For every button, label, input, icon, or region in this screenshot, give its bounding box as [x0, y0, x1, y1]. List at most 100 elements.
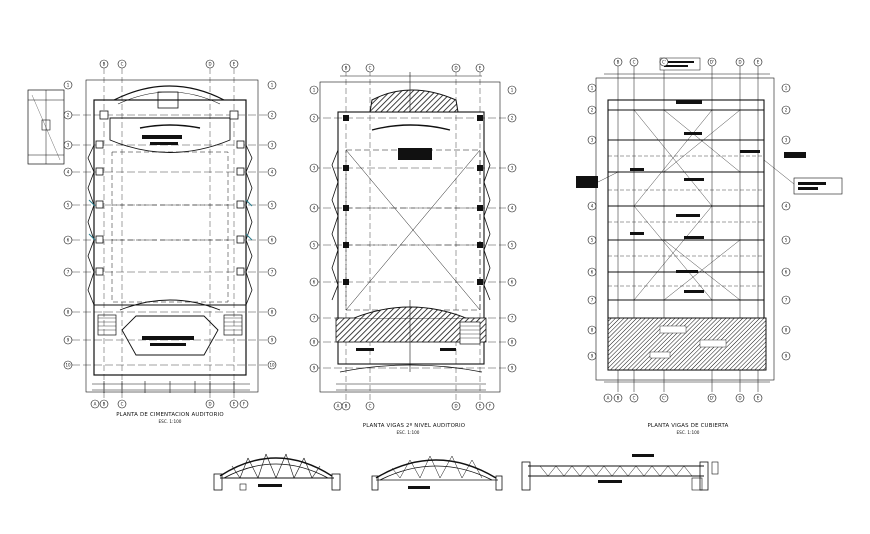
svg-text:B: B — [617, 60, 620, 65]
svg-text:D: D — [208, 62, 211, 67]
svg-text:1: 1 — [313, 88, 316, 93]
svg-text:10: 10 — [269, 363, 275, 368]
truss-detail-1 — [213, 453, 341, 491]
svg-text:E: E — [479, 66, 482, 71]
svg-text:9: 9 — [785, 354, 788, 359]
svg-text:C: C — [121, 62, 124, 67]
svg-text:F: F — [243, 402, 246, 407]
svg-text:6: 6 — [313, 280, 316, 285]
svg-text:E: E — [757, 396, 760, 401]
svg-text:7: 7 — [271, 270, 274, 275]
plan-titles: PLANTA DE CIMENTACION AUDITORIO ESC. 1:1… — [116, 412, 728, 435]
svg-text:D': D' — [710, 396, 714, 401]
svg-text:B: B — [345, 404, 348, 409]
svg-text:5: 5 — [591, 238, 594, 243]
svg-text:9: 9 — [67, 338, 70, 343]
svg-text:E: E — [233, 402, 236, 407]
svg-text:5: 5 — [313, 243, 316, 248]
plan-1-scale: ESC. 1:100 — [159, 419, 182, 424]
svg-text:3: 3 — [511, 166, 514, 171]
svg-text:2: 2 — [511, 116, 514, 121]
svg-text:D: D — [208, 402, 211, 407]
svg-text:9: 9 — [271, 338, 274, 343]
svg-text:B: B — [617, 396, 620, 401]
truss-detail-3 — [521, 454, 719, 491]
svg-text:E: E — [233, 62, 236, 67]
svg-text:4: 4 — [785, 204, 788, 209]
svg-text:B: B — [103, 402, 106, 407]
svg-text:B: B — [345, 66, 348, 71]
svg-text:8: 8 — [313, 340, 316, 345]
svg-text:4: 4 — [511, 206, 514, 211]
svg-text:6: 6 — [67, 238, 70, 243]
svg-text:9: 9 — [511, 366, 514, 371]
svg-text:2: 2 — [591, 108, 594, 113]
plan-foundation: B C D E A B C D E F 1 2 3 4 5 6 7 8 9 10 1 2 3 4 5 6 7 8 9… — [27, 59, 277, 409]
svg-text:3: 3 — [591, 138, 594, 143]
svg-text:3: 3 — [785, 138, 788, 143]
svg-text:3: 3 — [271, 143, 274, 148]
plan-2-title: PLANTA VIGAS 2º NIVEL AUDITORIO — [363, 422, 465, 429]
svg-text:F: F — [489, 404, 492, 409]
svg-text:7: 7 — [313, 316, 316, 321]
plan-2-scale: ESC. 1:100 — [397, 430, 420, 435]
svg-text:7: 7 — [785, 298, 788, 303]
svg-text:4: 4 — [67, 170, 70, 175]
truss-detail-2 — [371, 455, 503, 491]
svg-text:8: 8 — [271, 310, 274, 315]
svg-text:5: 5 — [271, 203, 274, 208]
svg-text:7: 7 — [591, 298, 594, 303]
plan-1-title: PLANTA DE CIMENTACION AUDITORIO — [116, 412, 224, 418]
svg-text:C: C — [121, 402, 124, 407]
svg-text:2: 2 — [67, 113, 70, 118]
svg-text:9: 9 — [591, 354, 594, 359]
svg-text:5: 5 — [785, 238, 788, 243]
svg-text:E: E — [479, 404, 482, 409]
svg-text:4: 4 — [271, 170, 274, 175]
svg-text:E: E — [757, 60, 760, 65]
svg-text:D': D' — [710, 60, 714, 65]
svg-text:5: 5 — [67, 203, 70, 208]
svg-text:1: 1 — [271, 83, 274, 88]
svg-text:1: 1 — [785, 86, 788, 91]
svg-text:8: 8 — [67, 310, 70, 315]
svg-text:D: D — [454, 404, 457, 409]
svg-text:1: 1 — [67, 83, 70, 88]
svg-text:A: A — [337, 404, 340, 409]
svg-text:8: 8 — [591, 328, 594, 333]
svg-text:7: 7 — [511, 316, 514, 321]
svg-text:C: C — [369, 66, 372, 71]
svg-text:2: 2 — [271, 113, 274, 118]
svg-text:2: 2 — [785, 108, 788, 113]
svg-text:1: 1 — [511, 88, 514, 93]
svg-text:C': C' — [662, 60, 666, 65]
svg-text:1: 1 — [591, 86, 594, 91]
svg-text:C: C — [633, 396, 636, 401]
svg-text:A: A — [607, 396, 610, 401]
svg-text:D: D — [738, 396, 741, 401]
svg-text:6: 6 — [591, 270, 594, 275]
svg-text:D: D — [738, 60, 741, 65]
svg-text:A: A — [94, 402, 97, 407]
svg-text:4: 4 — [591, 204, 594, 209]
svg-text:10: 10 — [65, 363, 71, 368]
svg-text:8: 8 — [511, 340, 514, 345]
svg-text:3: 3 — [313, 166, 316, 171]
svg-text:6: 6 — [511, 280, 514, 285]
svg-text:C: C — [369, 404, 372, 409]
svg-text:6: 6 — [785, 270, 788, 275]
svg-text:3: 3 — [67, 143, 70, 148]
svg-text:8: 8 — [785, 328, 788, 333]
svg-text:2: 2 — [313, 116, 316, 121]
svg-text:D: D — [454, 66, 457, 71]
svg-text:7: 7 — [67, 270, 70, 275]
svg-text:9: 9 — [313, 366, 316, 371]
svg-text:C: C — [633, 60, 636, 65]
svg-text:5: 5 — [511, 243, 514, 248]
svg-text:B: B — [103, 62, 106, 67]
svg-text:6: 6 — [271, 238, 274, 243]
svg-text:4: 4 — [313, 206, 316, 211]
